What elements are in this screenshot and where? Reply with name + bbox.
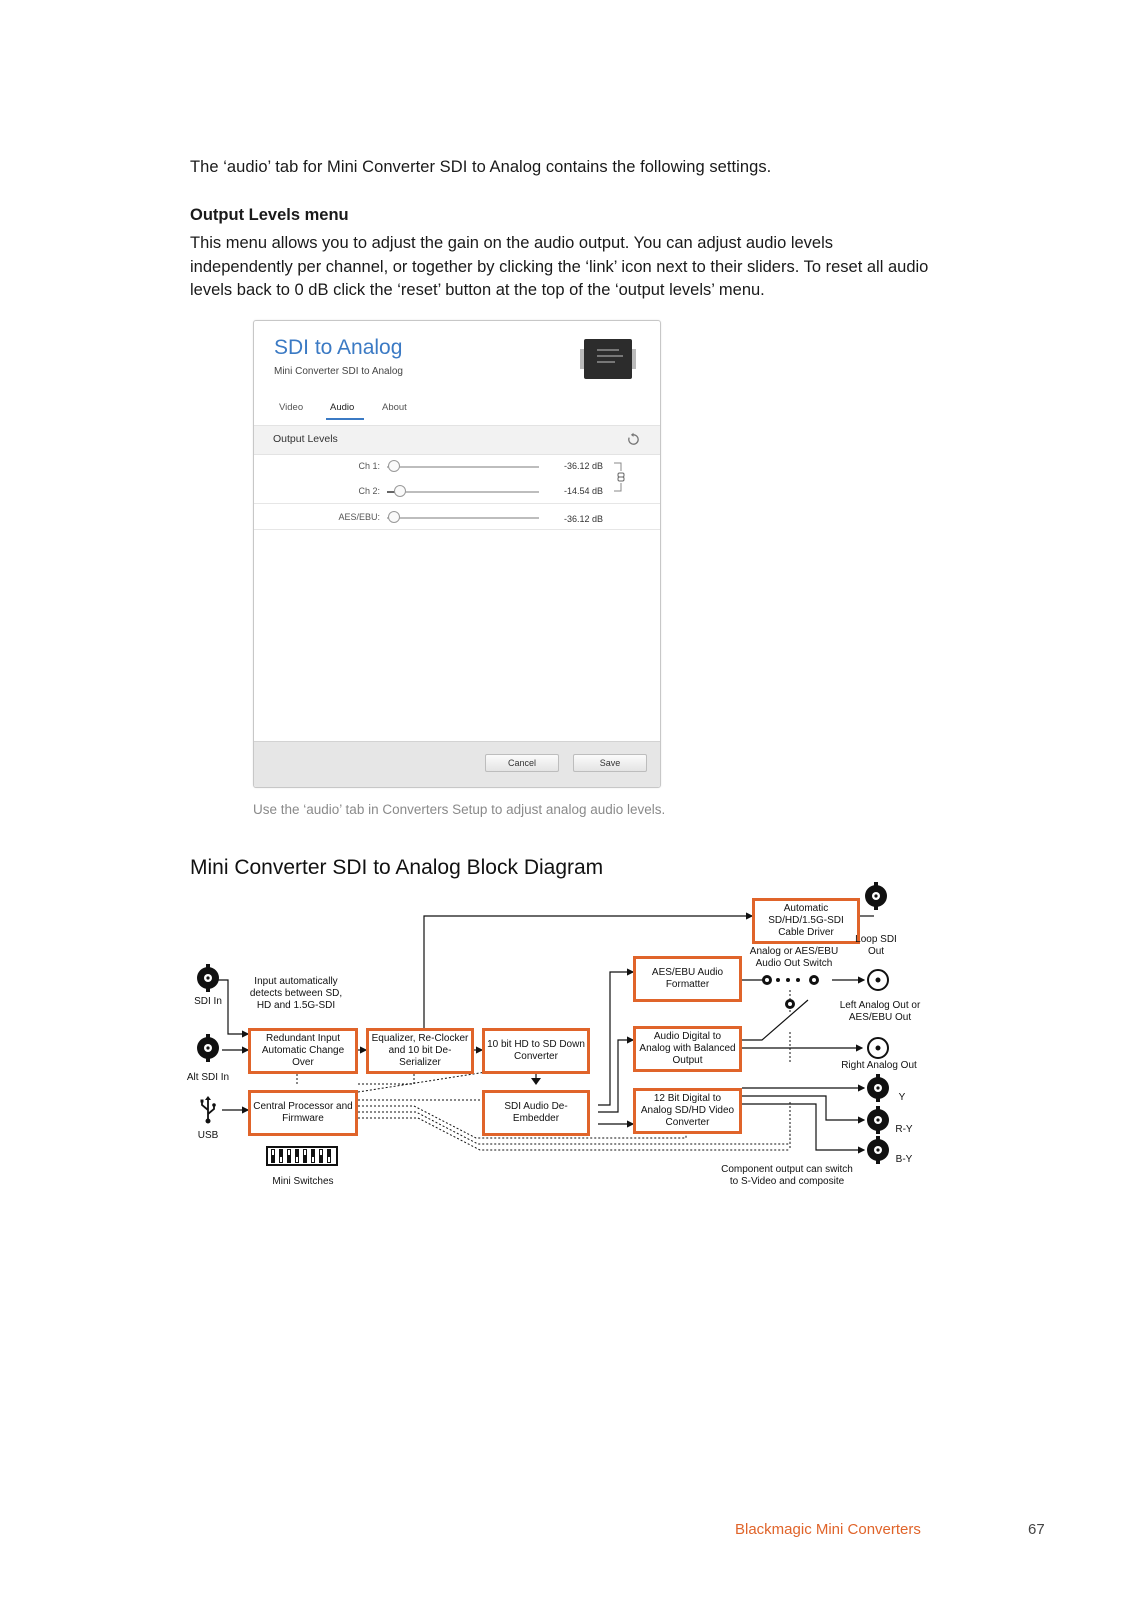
ch2-value: -14.54 dB (563, 486, 603, 496)
body-paragraph: This menu allows you to adjust the gain … (190, 234, 929, 299)
ch2-slider-knob[interactable] (394, 485, 406, 497)
setup-window: SDI to Analog Mini Converter SDI to Anal… (253, 320, 661, 788)
tab-video[interactable]: Video (279, 402, 304, 413)
diagram-connections (218, 912, 874, 1154)
right-out-jack-icon (867, 1037, 889, 1059)
device-image (580, 339, 636, 379)
cpu-block: Central Processor and Firmware (248, 1090, 358, 1136)
ch1-slider-track[interactable] (387, 466, 539, 468)
page-number: 67 (1028, 1521, 1045, 1538)
aes-slider-knob[interactable] (388, 511, 400, 523)
intro-text: The ‘audio’ tab for Mini Converter SDI t… (190, 158, 772, 176)
aes-value: -36.12 dB (563, 514, 603, 524)
ch1-label: Ch 1: (358, 461, 380, 471)
row-divider (254, 529, 660, 530)
ch1-slider-knob[interactable] (388, 460, 400, 472)
figure-caption: Use the ‘audio’ tab in Converters Setup … (253, 802, 666, 817)
tab-about[interactable]: About (382, 402, 407, 413)
video-dac-block: 12 Bit Digital to Analog SD/HD Video Con… (633, 1088, 742, 1134)
cancel-button[interactable]: Cancel (485, 754, 559, 772)
ry-label: R-Y (895, 1124, 913, 1135)
ch2-slider-track[interactable] (387, 491, 539, 493)
component-note: Component output can switch to S-Video a… (721, 1164, 853, 1187)
active-tab-indicator (326, 418, 364, 420)
block-diagram: Automatic SD/HD/1.5G-SDI Cable Driver AE… (186, 882, 946, 1212)
audio-switch-label: Analog or AES/EBU Audio Out Switch (749, 946, 839, 969)
mini-switches-label: Mini Switches (272, 1176, 334, 1187)
save-button[interactable]: Save (573, 754, 647, 772)
ch2-label: Ch 2: (358, 486, 380, 496)
audio-dac-block: Audio Digital to Analog with Balanced Ou… (633, 1026, 742, 1072)
de-embedder-block: SDI Audio De-Embedder (482, 1090, 590, 1136)
usb-label: USB (197, 1130, 219, 1141)
left-out-jack-icon (867, 969, 889, 991)
by-out-connector-icon (867, 1136, 889, 1164)
output-levels-label: Output Levels (273, 433, 338, 445)
input-detect-note: Input automatically detects between SD, … (249, 976, 343, 1011)
section-heading: Output Levels menu (190, 206, 349, 224)
ch2-slider-fill (387, 491, 399, 493)
ch1-value: -36.12 dB (563, 461, 603, 471)
right-out-label: Right Analog Out (841, 1060, 917, 1071)
ry-out-connector-icon (867, 1106, 889, 1134)
left-out-label: Left Analog Out or AES/EBU Out (839, 1000, 921, 1023)
alt-sdi-in-connector-icon (197, 1034, 219, 1062)
usb-icon (200, 1096, 216, 1124)
aes-slider-track[interactable] (387, 517, 539, 519)
diagram-title: Mini Converter SDI to Analog Block Diagr… (190, 856, 604, 879)
reset-icon[interactable] (626, 432, 641, 447)
aes-formatter-block: AES/EBU Audio Formatter (633, 956, 742, 1002)
link-icon[interactable] (613, 462, 627, 492)
alt-sdi-in-label: Alt SDI In (186, 1072, 230, 1083)
loop-sdi-out-label: Loop SDI Out (855, 934, 897, 957)
sdi-in-connector-icon (197, 964, 219, 992)
footer-brand: Blackmagic Mini Converters (735, 1521, 921, 1538)
cable-driver-block: Automatic SD/HD/1.5G-SDI Cable Driver (752, 898, 860, 944)
y-label: Y (898, 1092, 906, 1103)
mini-switches-icon (266, 1146, 338, 1166)
row-divider (254, 503, 660, 504)
tab-audio[interactable]: Audio (330, 402, 355, 413)
loop-sdi-out-connector-icon (865, 882, 887, 910)
window-title: SDI to Analog (274, 336, 403, 359)
aes-label: AES/EBU: (338, 512, 380, 522)
window-subtitle: Mini Converter SDI to Analog (274, 366, 403, 377)
sdi-in-label: SDI In (194, 996, 222, 1007)
y-out-connector-icon (867, 1074, 889, 1102)
window-footer: Cancel Save (254, 741, 660, 787)
redundant-input-block: Redundant Input Automatic Change Over (248, 1028, 358, 1074)
by-label: B-Y (895, 1154, 913, 1165)
equalizer-block: Equalizer, Re-Clocker and 10 bit De-Seri… (366, 1028, 474, 1074)
output-levels-header: Output Levels (254, 425, 660, 455)
down-converter-block: 10 bit HD to SD Down Converter (482, 1028, 590, 1074)
